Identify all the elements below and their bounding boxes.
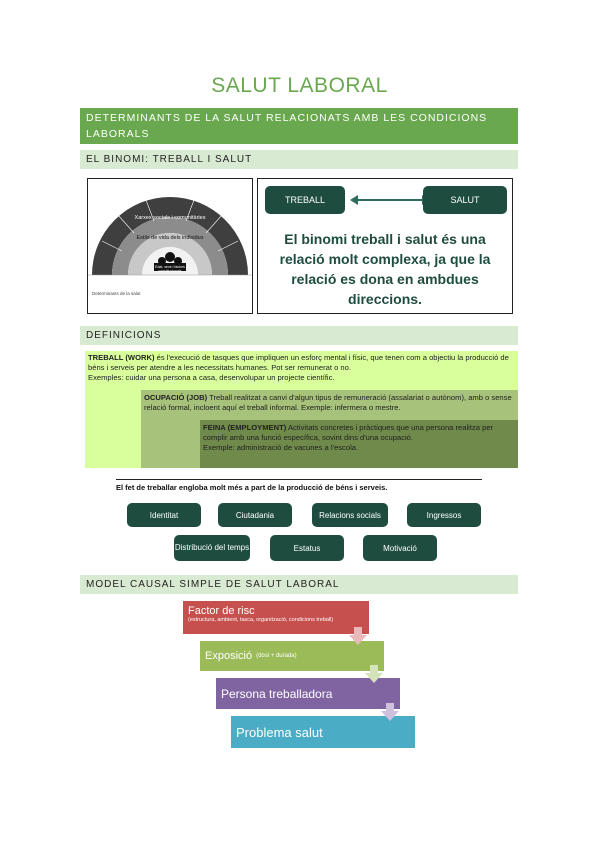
pill-estatus: Estatus [270, 535, 344, 561]
section-model: MODEL CAUSAL SIMPLE DE SALUT LABORAL [80, 575, 518, 594]
diagram-caption: Determinants de la salut [92, 291, 141, 296]
section-binomi: EL BINOMI: TREBALL I SALUT [80, 150, 518, 169]
ocupacio-definition: Treball realitzat a canvi d'algun tipus … [144, 393, 512, 412]
feina-term: FEINA (EMPLOYMENT) [203, 423, 287, 432]
section-determinants-label: DETERMINANTS DE LA SALUT RELACIONATS AMB… [86, 112, 488, 140]
treballar-heading: El fet de treballar engloba molt més a p… [116, 479, 482, 492]
feina-definition: Activitats concretes i pràctiques que un… [203, 423, 494, 442]
section-binomi-label: EL BINOMI: TREBALL I SALUT [86, 154, 253, 165]
treball-term: TREBALL (WORK) [88, 353, 155, 362]
section-determinants: DETERMINANTS DE LA SALUT RELACIONATS AMB… [80, 108, 518, 144]
treballar-heading-text: El fet de treballar engloba molt més a p… [116, 483, 388, 492]
section-definicions: DEFINICIONS [80, 326, 518, 345]
step-exposicio: Exposició (dosi + durada) [200, 641, 384, 671]
step-persona-treballadora: Persona treballadora [216, 678, 400, 709]
determinants-diagram: Condicions socioeconòmiques, culturals i… [87, 178, 253, 314]
binomi-box: TREBALL SALUT El binomi treball i salut … [257, 178, 513, 314]
step-factor-risc: Factor de risc (estructura, ambient, tas… [183, 601, 369, 634]
treball-example: Exemples: cuidar una persona a casa, des… [88, 373, 335, 382]
step3-label: Persona treballadora [221, 686, 333, 701]
def-feina: FEINA (EMPLOYMENT) Activitats concretes … [200, 420, 518, 468]
salut-box: SALUT [423, 186, 507, 214]
double-arrow-icon [350, 195, 430, 205]
step1-label: Factor de risc [188, 605, 255, 617]
ocupacio-term: OCUPACIÓ (JOB) [144, 393, 208, 402]
pill-relacions-socials: Relacions socials [312, 503, 388, 527]
step4-label: Problema salut [236, 724, 323, 740]
section-definicions-label: DEFINICIONS [86, 330, 162, 341]
inner-arc-label: Estils de vida dels individus [136, 235, 204, 241]
pill-identitat: Identitat [127, 503, 201, 527]
pill-distribucio-temps: Distribució del temps [174, 535, 250, 561]
step-problema-salut: Problema salut [231, 716, 415, 748]
arrow-down-icon [365, 665, 383, 683]
arrow-down-icon [349, 627, 367, 645]
treball-definition: és l'execució de tasques que impliquen u… [88, 353, 509, 372]
pill-ingressos: Ingressos [407, 503, 481, 527]
arrow-down-icon [381, 703, 399, 721]
outer-arc-label: Condicions socioeconòmiques, culturals i… [111, 185, 229, 191]
center-label: Edat, sexe i factors constitucionals [155, 265, 185, 273]
rainbow-diagram [88, 197, 252, 276]
treball-box: TREBALL [265, 186, 345, 214]
step1-note: (estructura, ambient, tasca, organitzaci… [188, 617, 334, 623]
middle-arc-label: Xarxes socials i comunitàries [134, 215, 206, 221]
pill-ciutadania: Ciutadania [218, 503, 292, 527]
feina-example: Exemple: administració de vacunes a l'es… [203, 443, 359, 452]
step2-note: (dosi + durada) [256, 653, 297, 659]
page-title: SALUT LABORAL [211, 74, 388, 97]
section-model-label: MODEL CAUSAL SIMPLE DE SALUT LABORAL [86, 579, 340, 590]
pill-motivacio: Motivació [363, 535, 437, 561]
binomi-text: El binomi treball i salut és una relació… [279, 231, 491, 307]
step2-label: Exposició [205, 650, 253, 662]
